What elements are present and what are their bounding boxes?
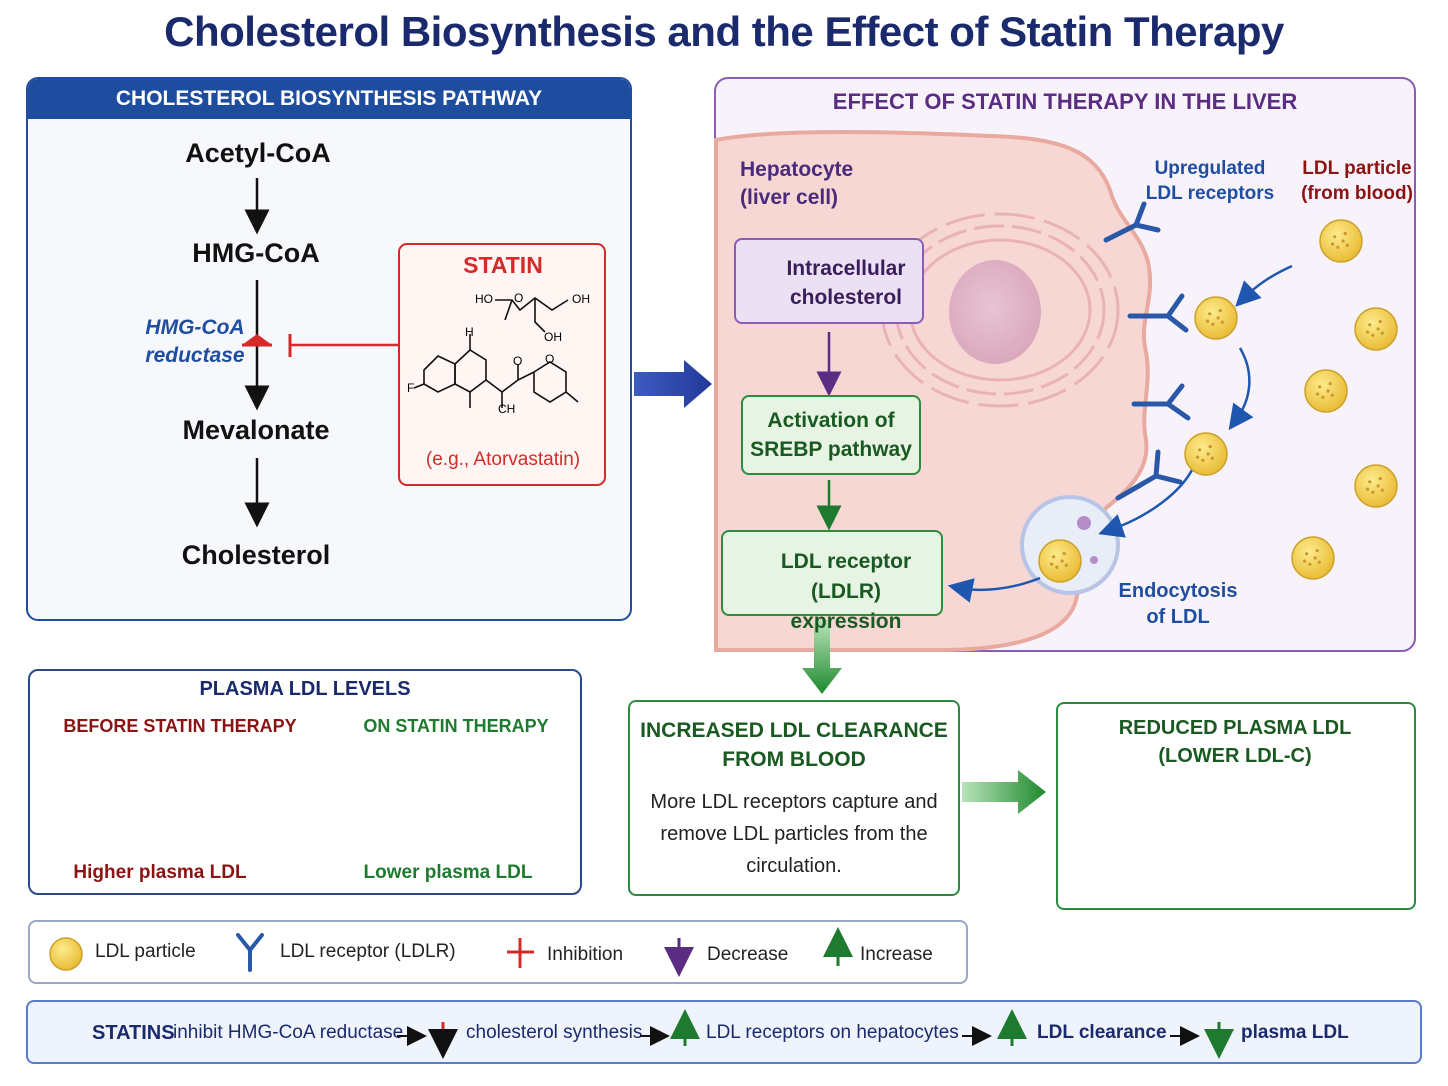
summary-part2: cholesterol synthesis xyxy=(466,1022,643,1043)
ldlr-expression-box xyxy=(721,530,943,616)
legend xyxy=(28,920,968,984)
on-therapy-label: ON STATIN THERAPY xyxy=(363,716,549,736)
srebp-label: Activation of SREBP pathway xyxy=(750,409,912,461)
arrow-ldl-approach xyxy=(1235,264,1293,307)
clearance-body: More LDL receptors capture and remove LD… xyxy=(650,791,938,877)
srebp-box xyxy=(741,395,921,475)
reduced-title: REDUCED PLASMA LDL (LOWER LDL-C) xyxy=(1118,717,1352,767)
step-acetyl-coa: Acetyl-CoA xyxy=(185,138,331,168)
intracellular-cholesterol-box xyxy=(734,238,924,324)
atom-label: HO xyxy=(475,292,493,306)
reduced-ldl-panel xyxy=(1056,702,1416,910)
legend-receptor-icon xyxy=(236,933,264,972)
legend-ldl-label: LDL particle xyxy=(95,941,196,962)
ldl-particle xyxy=(1304,369,1348,413)
statin-box xyxy=(398,243,606,486)
plasma-header: PLASMA LDL LEVELS xyxy=(199,678,411,700)
statin-title: STATIN xyxy=(463,252,543,278)
big-blue-arrow xyxy=(634,360,712,408)
ldl-particle xyxy=(1184,432,1228,476)
step-cholesterol: Cholesterol xyxy=(181,540,331,570)
on-therapy-caption: Lower plasma LDL xyxy=(363,862,533,883)
summary-line: STATINS inhibit HMG-CoA reductase choles… xyxy=(26,1022,1422,1052)
green-arrow-right xyxy=(962,770,1046,814)
legend-receptor-label: LDL receptor (LDLR) xyxy=(280,941,456,962)
atom-label: CH xyxy=(498,402,516,416)
page-title: Cholesterol Biosynthesis and the Effect … xyxy=(164,8,1284,55)
arrow-ldl-bind xyxy=(1228,347,1254,431)
legend-ldl-icon xyxy=(49,937,83,971)
clearance-panel xyxy=(628,700,960,896)
pathway-header: CHOLESTEROL BIOSYNTHESIS PATHWAY xyxy=(28,79,630,119)
hepatocyte-label: Hepatocyte (liver cell) xyxy=(740,158,854,209)
atom-label: H xyxy=(465,325,474,339)
before-label: BEFORE STATIN THERAPY xyxy=(63,716,297,736)
ldl-particle xyxy=(1354,464,1398,508)
legend-decrease-label: Decrease xyxy=(707,944,789,965)
membrane-receptors xyxy=(1103,201,1191,501)
upregulated-receptors-label: Upregulated LDL receptors xyxy=(1145,158,1275,204)
summary-part4: LDL clearance xyxy=(1037,1022,1167,1043)
atom-label: O xyxy=(513,354,523,368)
liver-ldl-particles xyxy=(1038,219,1398,583)
liver-header: EFFECT OF STATIN THERAPY IN THE LIVER xyxy=(832,89,1298,114)
enzyme-label: HMG-CoA reductase xyxy=(145,316,245,367)
atom-label: OH xyxy=(544,330,562,344)
before-caption: Higher plasma LDL xyxy=(73,862,247,883)
atom-label: O xyxy=(514,291,524,305)
plasma-ldl-panel xyxy=(28,669,582,895)
clearance-title: INCREASED LDL CLEARANCE FROM BLOOD xyxy=(640,719,948,771)
legend-inhibition-icon xyxy=(507,938,534,968)
summary-part3: LDL receptors on hepatocytes xyxy=(706,1022,959,1043)
ldl-particle xyxy=(1291,536,1335,580)
summary-statins: STATINS xyxy=(92,1022,175,1044)
arrow-to-ldlr xyxy=(947,576,1041,603)
legend-increase-label: Increase xyxy=(860,944,933,965)
endocytosis-label: Endocytosis of LDL xyxy=(1118,580,1238,628)
summary-part5: plasma LDL xyxy=(1241,1022,1349,1043)
step-hmg-coa: HMG-CoA xyxy=(192,238,320,268)
ldl-from-blood-label: LDL particle (from blood) xyxy=(1301,158,1413,204)
statin-example: (e.g., Atorvastatin) xyxy=(425,449,581,470)
atom-label: F xyxy=(407,381,415,395)
ldl-particle xyxy=(1319,219,1363,263)
atom-label: O xyxy=(545,352,555,366)
step-mevalonate: Mevalonate xyxy=(182,415,330,445)
intracellular-cholesterol-label: Intracellular cholesterol xyxy=(786,257,906,309)
nucleus xyxy=(949,260,1041,364)
green-arrow-down xyxy=(802,620,842,694)
atom-label: OH xyxy=(572,292,590,306)
ldlr-expression-label: LDL receptor (LDLR) expression xyxy=(780,550,912,633)
summary-part1: inhibit HMG-CoA reductase xyxy=(173,1022,404,1043)
ldl-particle xyxy=(1354,307,1398,351)
legend-inhibition-label: Inhibition xyxy=(547,944,624,965)
inhibition-marker xyxy=(242,334,272,345)
ldl-particle xyxy=(1038,539,1082,583)
arrow-endocytosis xyxy=(1098,469,1194,538)
statin-molecule xyxy=(413,296,579,408)
ldl-particle xyxy=(1194,296,1238,340)
